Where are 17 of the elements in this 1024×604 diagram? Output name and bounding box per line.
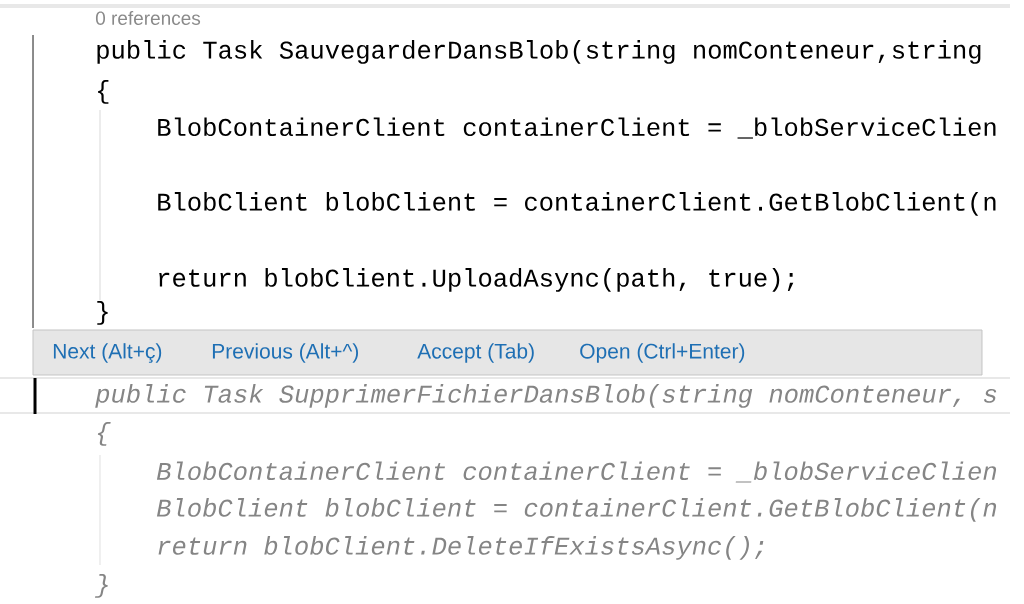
menu-item: Next (Alt+ç) [53,343,162,363]
code-brace: } [97,301,108,325]
suggested-code-brace: } [94,574,108,598]
code-brace: { [98,80,109,104]
suggested-code-brace: { [97,422,111,446]
code-line: BlobContainerClient containerClient = _blobServiceClien [158,117,996,139]
menu-item: Accept (Tab) [417,343,534,363]
code-line: return blobClient.UploadAsync(path, true); [159,268,794,292]
suggested-code-line: return blobClient.DeleteIfExistsAsync(); [158,536,764,560]
code-line: BlobClient blobClient = containerClient.GetBlobClient(n [158,192,996,216]
suggested-code-line: BlobClient blobClient = containerClient.GetBlobClient(n [156,498,997,522]
reference-count: 0 references [95,11,201,25]
suggested-code-line: BlobContainerClient containerClient = _blobServiceClien [156,461,997,483]
menu-item: Open (Ctrl+Enter) [580,343,745,363]
code-line: public Task SauvegarderDansBlob(string nomConteneur,string [97,40,981,64]
menu-item: Previous (Alt+^) [212,343,358,363]
suggested-code-line: public Task SupprimerFichierDansBlob(string nomConteneur, s [95,384,997,408]
